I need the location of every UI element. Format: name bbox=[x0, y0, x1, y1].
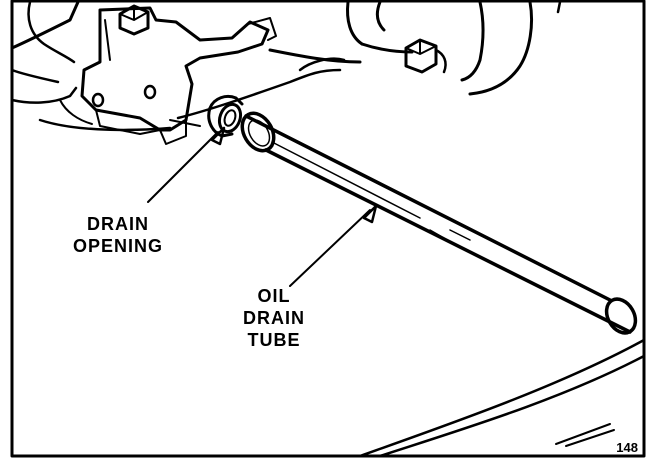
label-drain-opening-line-2: OPENING bbox=[73, 236, 163, 256]
bolt-left-icon bbox=[118, 4, 150, 36]
base-curves bbox=[358, 338, 646, 458]
engine-housing-right bbox=[176, 0, 562, 120]
label-oil-drain-tube-line-2: DRAIN bbox=[243, 308, 305, 328]
bolt-right-icon bbox=[404, 38, 447, 74]
oil-drain-tube bbox=[240, 111, 638, 335]
figure-border bbox=[10, 0, 646, 458]
label-oil-drain-tube-line-1: OIL bbox=[258, 286, 291, 306]
figure-number: 148 bbox=[616, 440, 638, 455]
label-oil-drain-tube-line-3: TUBE bbox=[248, 330, 301, 350]
label-drain-opening-line-1: DRAIN bbox=[87, 214, 149, 234]
engine-housing bbox=[10, 0, 172, 132]
leader-lines bbox=[147, 126, 378, 287]
mounting-bracket bbox=[80, 6, 277, 145]
